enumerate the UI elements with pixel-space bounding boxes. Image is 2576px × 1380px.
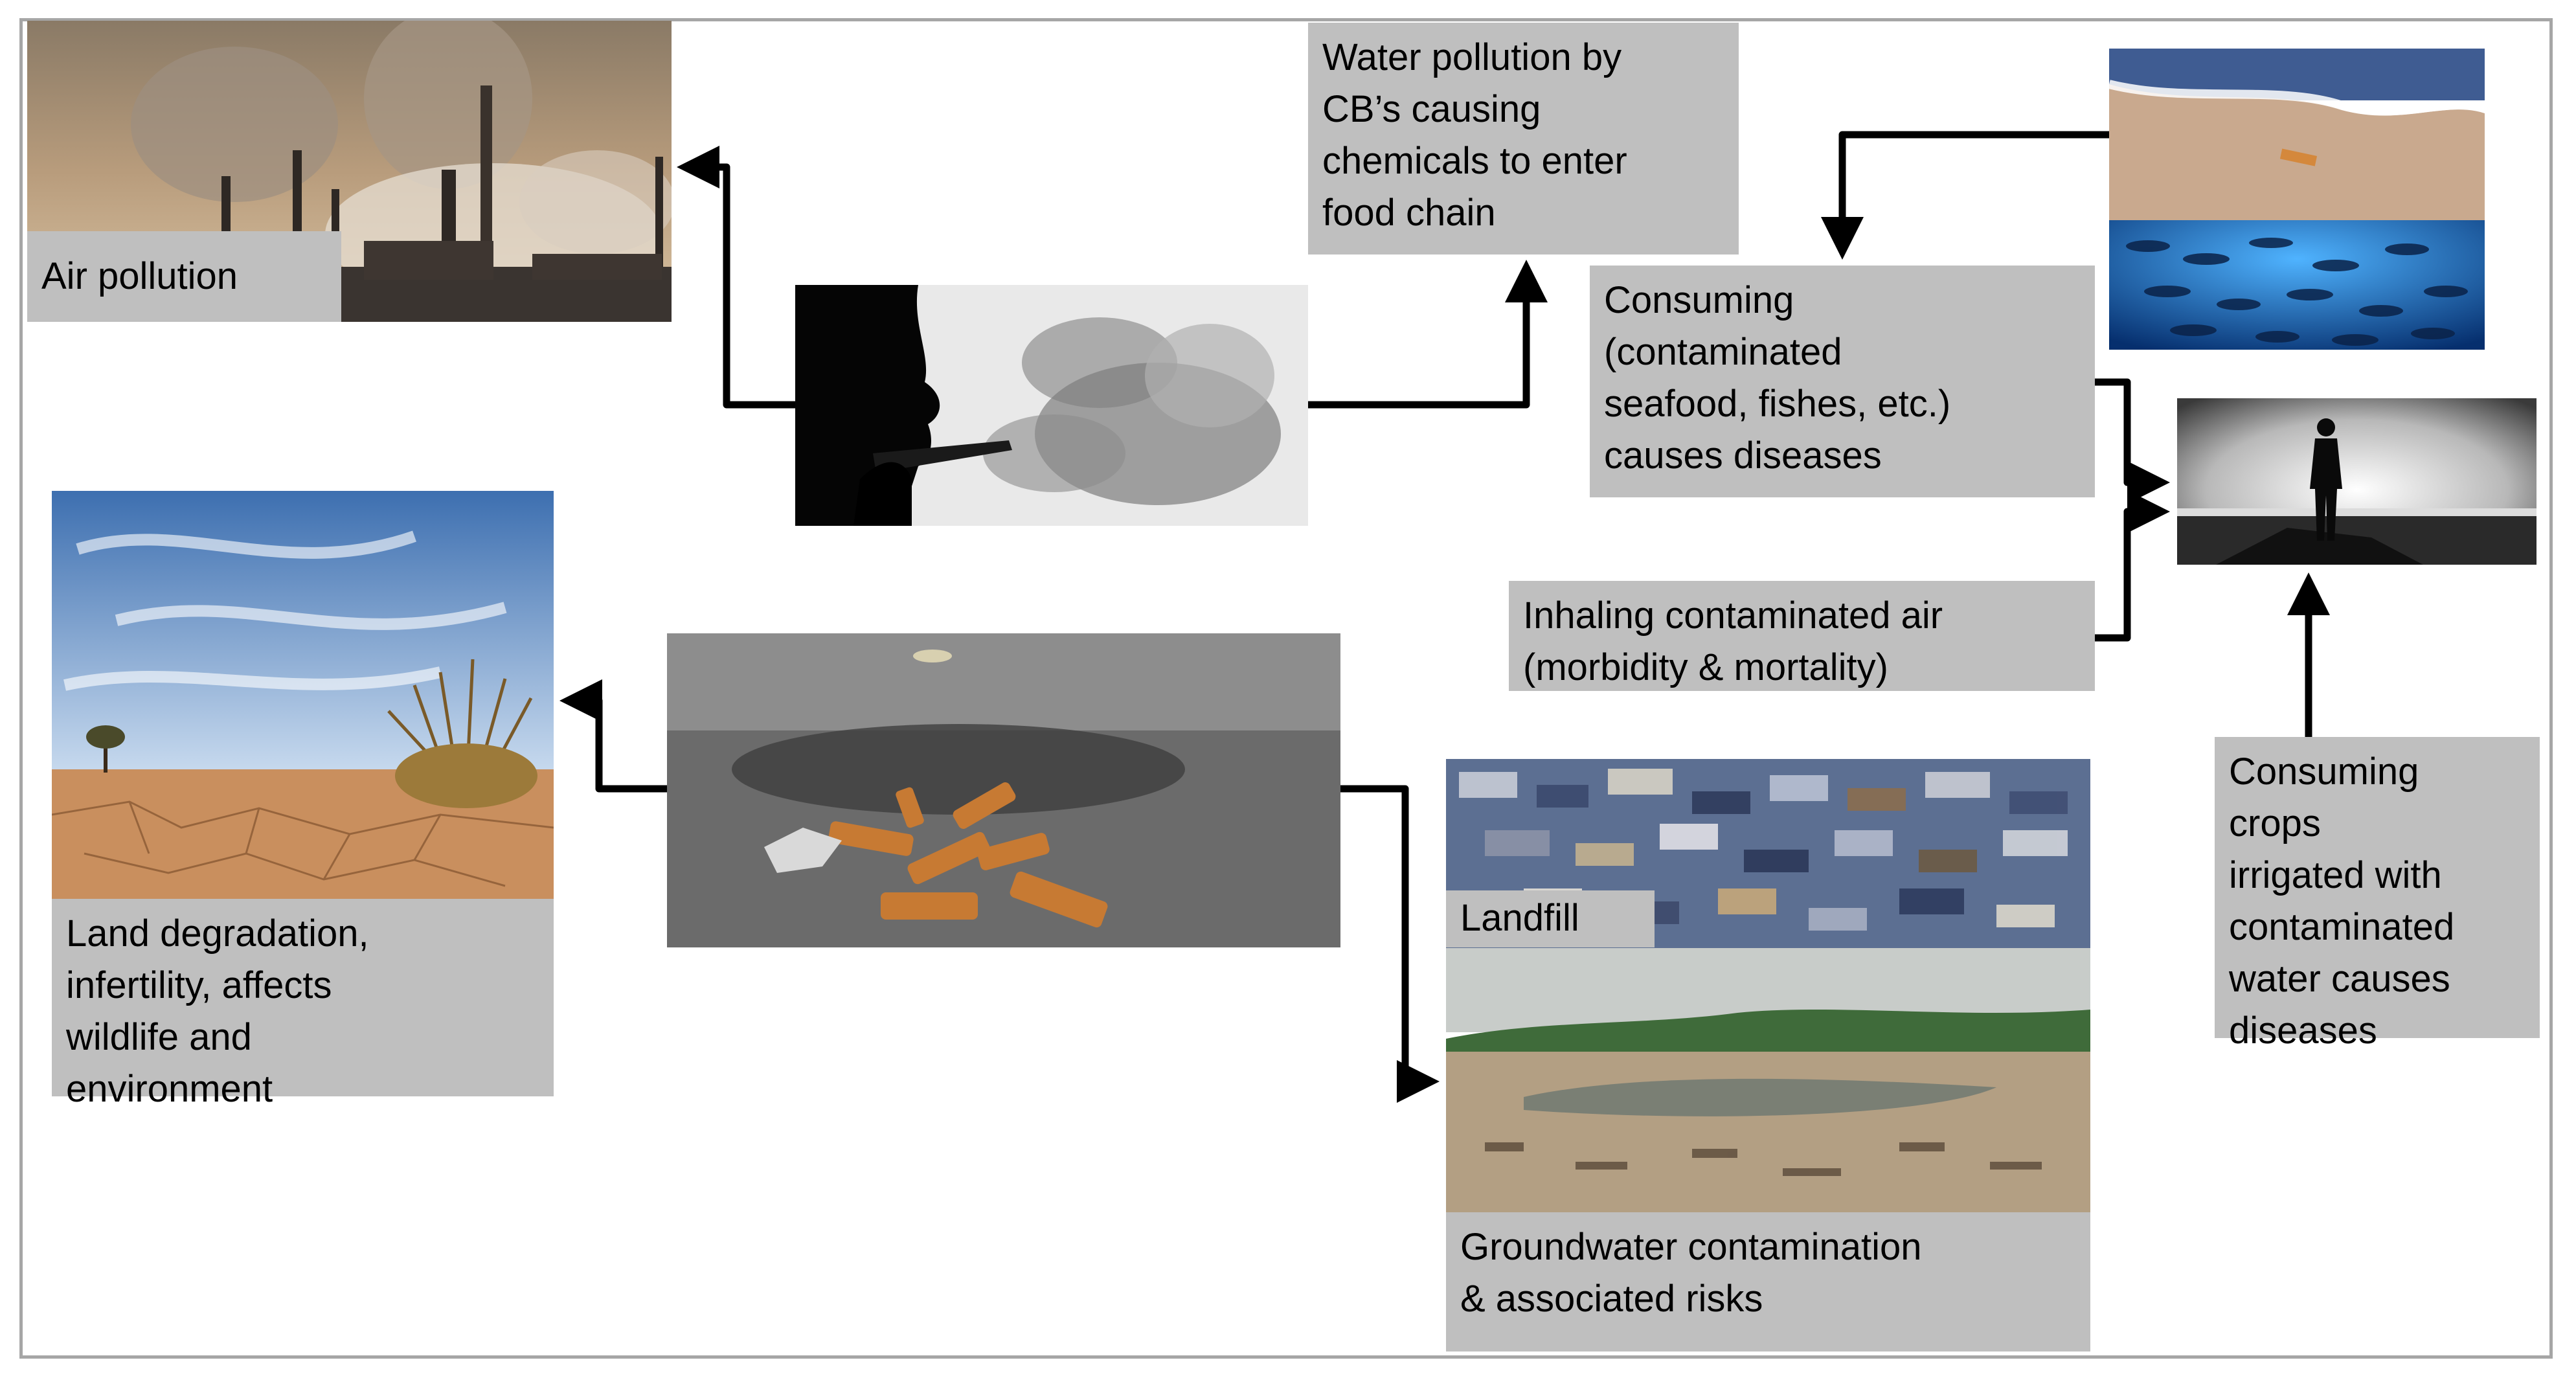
groundwater-image bbox=[1446, 948, 2090, 1212]
land-degradation-label: Land degradation, infertility, affects w… bbox=[52, 899, 554, 1110]
water-pollution-label: Water pollution by CB’s causing chemical… bbox=[1308, 23, 1739, 255]
beach-image bbox=[2109, 49, 2485, 220]
landfill-image bbox=[1446, 759, 2090, 948]
inhaling-air-label: Inhaling contaminated air (morbidity & m… bbox=[1509, 581, 2095, 691]
groundwater-label: Groundwater contamination & associated r… bbox=[1446, 1212, 2090, 1352]
smoking-image bbox=[795, 285, 1308, 526]
diagram-border bbox=[19, 18, 2553, 1359]
consuming-crops-label: Consuming crops irrigated with contamina… bbox=[2215, 737, 2540, 1052]
air-pollution-label: Air pollution bbox=[27, 231, 341, 322]
desert-image bbox=[52, 491, 554, 905]
consuming-seafood-label: Consuming (contaminated seafood, fishes,… bbox=[1590, 266, 2095, 497]
fish-image bbox=[2109, 220, 2485, 350]
person-silhouette-image bbox=[2177, 398, 2536, 565]
cigarette-butts-image bbox=[667, 633, 1340, 947]
landfill-label: Landfill bbox=[1446, 890, 1655, 947]
